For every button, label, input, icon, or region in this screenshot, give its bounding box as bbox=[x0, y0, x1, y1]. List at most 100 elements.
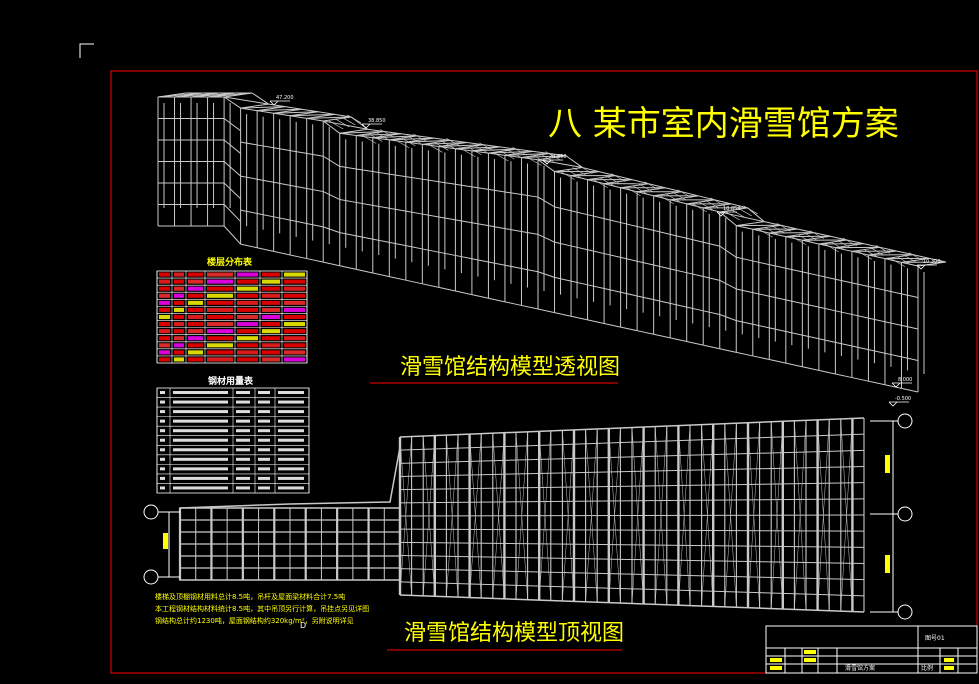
table2-cell bbox=[160, 486, 165, 490]
table1-cell bbox=[174, 286, 184, 291]
table1-cell bbox=[207, 314, 233, 320]
note-3: 钢结构总计约1230吨，屋面钢结构约320kg/m²，另附说明详见 bbox=[155, 616, 354, 625]
table2-cell bbox=[173, 429, 228, 433]
table1-grid bbox=[156, 270, 308, 364]
table1-cell bbox=[207, 350, 233, 355]
elevation-tag-label: 28.850 bbox=[549, 154, 567, 160]
table1-cell bbox=[159, 300, 170, 305]
elevation-tag-label: 10.300 bbox=[923, 259, 941, 265]
table1-cell bbox=[207, 279, 233, 284]
table1-cell bbox=[237, 336, 258, 341]
design-notes: 楼梯及顶棚钢材用料总计8.5吨，吊杆及屋面梁材料合计7.5吨 本工程钢材结构材料… bbox=[155, 592, 369, 625]
note-2: 本工程钢材结构材料统计8.5吨，其中吊顶另行计算，吊挂点另见详图 bbox=[155, 604, 369, 613]
table1-cell bbox=[207, 286, 233, 291]
table2-cell bbox=[258, 467, 270, 471]
table2-title: 钢材用量表 bbox=[208, 375, 254, 387]
table1-cell bbox=[174, 329, 184, 334]
table2-cell bbox=[236, 457, 250, 461]
table1-cell bbox=[159, 307, 170, 312]
table2-cell bbox=[173, 457, 228, 461]
table1-cell bbox=[262, 272, 280, 277]
perspective-caption: 滑雪馆结构模型透视图 bbox=[400, 355, 620, 380]
table2-cell bbox=[173, 467, 228, 471]
table2-cell bbox=[258, 400, 270, 404]
table1-cell bbox=[159, 293, 170, 298]
drawing-title: 八 某市室内滑雪馆方案 bbox=[548, 104, 899, 144]
table2-cell bbox=[160, 429, 165, 433]
axis-bubble-right-mid bbox=[897, 506, 913, 522]
table2-grid bbox=[156, 387, 310, 494]
table1-cell bbox=[262, 300, 280, 305]
table1-cell bbox=[188, 272, 203, 277]
title-block-drawing-name: 滑雪馆方案 bbox=[845, 664, 875, 672]
table1-cell bbox=[237, 286, 258, 291]
table1-cell bbox=[188, 357, 203, 362]
table2-cell bbox=[278, 429, 304, 433]
table2-cell bbox=[160, 457, 165, 461]
table2-cell bbox=[236, 486, 250, 490]
table2-cell bbox=[173, 400, 228, 404]
table1-cell bbox=[207, 307, 233, 312]
table1-cell bbox=[207, 329, 233, 334]
table2-cell bbox=[173, 486, 228, 490]
table1-cell bbox=[207, 272, 233, 277]
table1-cell bbox=[159, 286, 170, 291]
table1-cell bbox=[159, 329, 170, 334]
table2-cell bbox=[160, 467, 165, 471]
table1-cell bbox=[207, 300, 233, 305]
floor-distribution-table: 楼层分布表 bbox=[156, 256, 308, 364]
table1-title: 楼层分布表 bbox=[207, 256, 253, 268]
table1-cell bbox=[188, 343, 203, 348]
table2-cell bbox=[173, 448, 228, 452]
table1-cell bbox=[159, 343, 170, 348]
elevation-tag-label: 8.000 bbox=[898, 377, 912, 383]
title-block-scale-label: 比例 bbox=[921, 664, 933, 672]
table2-cell bbox=[258, 457, 270, 461]
table1-cell bbox=[284, 350, 305, 355]
axis-bubble-right-top bbox=[897, 413, 913, 429]
table1-cell bbox=[174, 314, 184, 320]
table1-cell bbox=[174, 336, 184, 341]
top-view-structure-model bbox=[178, 417, 865, 613]
table2-cell bbox=[160, 448, 165, 452]
table2-cell bbox=[160, 391, 165, 394]
table2-cell bbox=[236, 419, 250, 423]
mark-d: D bbox=[300, 621, 306, 630]
table2-cell bbox=[173, 391, 228, 394]
table1-cell bbox=[174, 279, 184, 284]
table1-cell bbox=[284, 272, 305, 277]
table1-cell bbox=[159, 322, 170, 327]
table1-cell bbox=[207, 343, 233, 348]
table1-cell bbox=[284, 279, 305, 284]
table2-cell bbox=[173, 438, 228, 442]
table2-cell bbox=[258, 419, 270, 423]
elevation-tag-label: 38.850 bbox=[368, 118, 386, 124]
axis-bubble-right-bottom bbox=[897, 604, 913, 620]
table1-cell bbox=[188, 329, 203, 334]
table1-cell bbox=[237, 307, 258, 312]
table2-cell bbox=[236, 400, 250, 404]
table1-cell bbox=[237, 293, 258, 298]
table2-cell bbox=[258, 486, 270, 490]
table1-cell bbox=[262, 357, 280, 362]
table1-cell bbox=[207, 357, 233, 362]
drawing-border bbox=[110, 70, 978, 674]
table2-cell bbox=[278, 400, 304, 404]
table1-cell bbox=[174, 357, 184, 362]
table1-cell bbox=[188, 350, 203, 355]
elevation-tags: 47.20038.85028.85018.85010.3008.000-0.50… bbox=[269, 95, 941, 407]
table1-cell bbox=[262, 314, 280, 320]
table1-cell bbox=[174, 307, 184, 312]
table1-cell bbox=[188, 279, 203, 284]
table1-cell bbox=[237, 357, 258, 362]
table1-cell bbox=[284, 322, 305, 327]
axis-bubble-left-top bbox=[143, 504, 159, 520]
table1-cell bbox=[284, 307, 305, 312]
table1-cell bbox=[262, 279, 280, 284]
table2-cell bbox=[160, 410, 165, 414]
table1-cell bbox=[159, 279, 170, 284]
table2-cell bbox=[278, 476, 304, 480]
table1-cell bbox=[237, 300, 258, 305]
table1-cell bbox=[188, 286, 203, 291]
